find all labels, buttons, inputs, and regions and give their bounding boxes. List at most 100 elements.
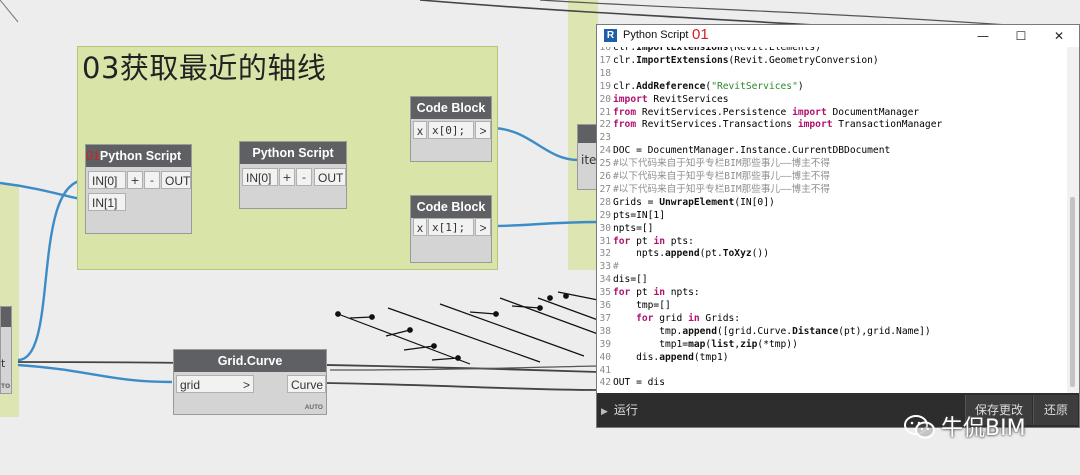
- python-script-node-1-header[interactable]: 01Python Script: [86, 145, 191, 167]
- grid-curve-input-label: grid: [180, 378, 201, 392]
- code-text: #: [613, 261, 619, 273]
- editor-toolbar: ▶运行 保存更改 还原: [597, 393, 1079, 427]
- python2-out-port[interactable]: OUT: [314, 168, 346, 186]
- line-number: 32: [599, 248, 611, 260]
- code-line[interactable]: 39 tmp1=map(list,zip(*tmp)): [597, 338, 797, 351]
- python-script-node-2[interactable]: Python Script IN[0] + - OUT: [239, 141, 347, 209]
- line-number: 16: [599, 47, 611, 53]
- line-number: 38: [599, 325, 611, 337]
- python1-in0-port[interactable]: IN[0]: [88, 171, 126, 189]
- line-number: 29: [599, 209, 611, 221]
- code-text: dis=[]: [613, 274, 648, 286]
- editor-scrollbar-thumb[interactable]: [1070, 197, 1075, 387]
- code-block-node-2[interactable]: Code Block x x[1]; >: [410, 195, 492, 263]
- revert-button[interactable]: 还原: [1033, 395, 1078, 425]
- grid-curve-input-arrow: >: [242, 378, 250, 392]
- code-block-node-1[interactable]: Code Block x x[0]; >: [410, 96, 492, 162]
- code-text: OUT = dis: [613, 377, 665, 389]
- grid-curve-node[interactable]: Grid.Curve grid > Curve AUTO: [173, 349, 327, 415]
- code-line[interactable]: 26#以下代码来自于知乎专栏BIM那些事儿——博主不得: [597, 170, 830, 183]
- grid-curve-input-grid[interactable]: grid >: [176, 375, 254, 393]
- close-button[interactable]: ✕: [1053, 29, 1065, 43]
- watermark-text: 牛侃BIM: [941, 416, 1026, 441]
- partial-node-left[interactable]: t TO: [0, 306, 12, 394]
- run-button[interactable]: ▶运行: [601, 398, 645, 422]
- line-number: 34: [599, 274, 611, 286]
- python2-in0-port[interactable]: IN[0]: [242, 168, 278, 186]
- code-block-2-expression[interactable]: x[1];: [428, 218, 474, 236]
- code-block-2-input-x[interactable]: x: [413, 218, 427, 236]
- grid-curve-header[interactable]: Grid.Curve: [174, 350, 326, 372]
- code-line[interactable]: 36 tmp=[]: [597, 299, 670, 312]
- editor-titlebar[interactable]: R Python Script 01 — ☐ ✕: [597, 25, 1079, 47]
- editor-scrollbar[interactable]: [1067, 47, 1079, 393]
- python1-out-port[interactable]: OUT: [161, 171, 191, 189]
- grid-curve-output-curve[interactable]: Curve: [287, 375, 326, 393]
- code-line[interactable]: 41: [597, 364, 613, 377]
- partial-node-mid-input[interactable]: ite: [581, 153, 597, 167]
- partial-node-left-out[interactable]: t: [1, 357, 6, 370]
- line-number: 40: [599, 351, 611, 363]
- code-text: #以下代码来自于知乎专栏BIM那些事儿——博主不得: [613, 158, 830, 170]
- code-line[interactable]: 18: [597, 67, 613, 80]
- code-line[interactable]: 23: [597, 131, 613, 144]
- code-text: dis.append(tmp1): [613, 351, 729, 363]
- code-block-1-input-x[interactable]: x: [413, 121, 427, 139]
- code-block-2-header[interactable]: Code Block: [411, 196, 491, 218]
- code-block-1-expression[interactable]: x[0];: [428, 121, 474, 139]
- code-text: tmp.append([grid.Curve.Distance(pt),grid…: [613, 325, 931, 337]
- code-block-1-output[interactable]: >: [475, 121, 491, 139]
- line-number: 41: [599, 364, 611, 376]
- maximize-button[interactable]: ☐: [1015, 29, 1027, 43]
- python-script-node-1[interactable]: 01Python Script IN[0] + - OUT IN[1]: [85, 144, 192, 234]
- node-tag-01: 01: [86, 149, 100, 163]
- python1-add-input-button[interactable]: +: [127, 171, 143, 189]
- line-number: 24: [599, 145, 611, 157]
- code-text: #以下代码来自于知乎专栏BIM那些事儿——博主不得: [613, 183, 830, 195]
- code-line[interactable]: 25#以下代码来自于知乎专栏BIM那些事儿——博主不得: [597, 157, 830, 170]
- line-number: 42: [599, 377, 611, 389]
- code-line[interactable]: 27#以下代码来自于知乎专栏BIM那些事儿——博主不得: [597, 183, 830, 196]
- line-number: 18: [599, 67, 611, 79]
- code-line[interactable]: 40 dis.append(tmp1): [597, 351, 729, 364]
- code-line[interactable]: 32 npts.append(pt.ToXyz()): [597, 247, 769, 260]
- code-line[interactable]: 33#: [597, 260, 619, 273]
- minimize-button[interactable]: —: [977, 29, 989, 43]
- code-text: from RevitServices.Transactions import T…: [613, 119, 943, 131]
- python-script-node-2-header[interactable]: Python Script: [240, 142, 346, 164]
- editor-title: Python Script: [623, 29, 689, 41]
- code-block-1-header[interactable]: Code Block: [411, 97, 491, 119]
- partial-node-mid-header: [578, 125, 598, 143]
- line-number: 22: [599, 119, 611, 131]
- python2-add-input-button[interactable]: +: [279, 168, 295, 186]
- line-number: 21: [599, 106, 611, 118]
- python1-in1-port[interactable]: IN[1]: [88, 193, 126, 211]
- code-line[interactable]: 38 tmp.append([grid.Curve.Distance(pt),g…: [597, 325, 931, 338]
- python2-remove-input-button[interactable]: -: [296, 168, 312, 186]
- code-line[interactable]: 37 for grid in Grids:: [597, 312, 740, 325]
- code-text: clr.ImportExtensions(Revit.GeometryConve…: [613, 54, 879, 66]
- partial-node-mid[interactable]: ite: [577, 124, 599, 190]
- code-block-2-output[interactable]: >: [475, 218, 491, 236]
- code-text: clr.ImportExtensions(Revit.Elements): [613, 47, 821, 53]
- code-text: Grids = UnwrapElement(IN[0]): [613, 196, 775, 208]
- python1-remove-input-button[interactable]: -: [144, 171, 160, 189]
- save-changes-button[interactable]: 保存更改: [965, 395, 1032, 425]
